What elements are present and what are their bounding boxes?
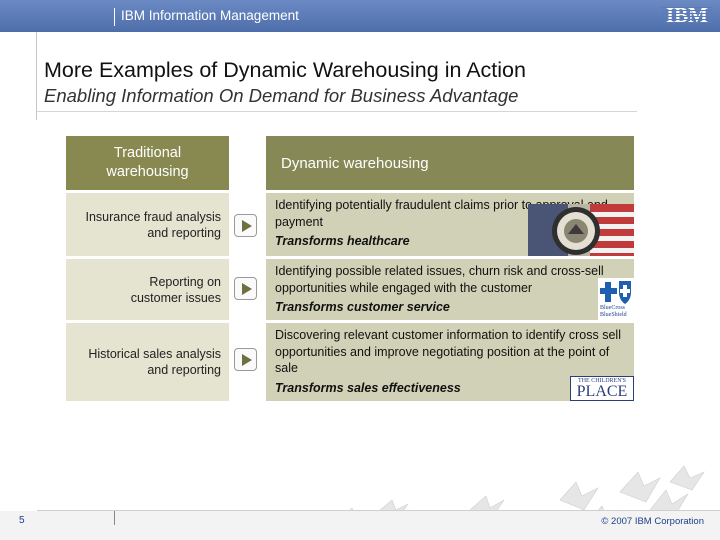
childrens-place-logo: THE CHILDREN'S PLACE (570, 376, 634, 401)
page-number: 5 (19, 515, 25, 526)
dynamic-cell: Identifying possible related issues, chu… (266, 259, 634, 320)
arrow-button (234, 348, 257, 371)
play-arrow-icon (242, 354, 252, 366)
footer-separator (114, 511, 115, 525)
copyright-text: © 2007 IBM Corporation (601, 516, 704, 527)
traditional-cell-label: Reporting on customer issues (130, 274, 221, 305)
traditional-cell-label: Historical sales analysis and reporting (88, 347, 221, 377)
result-label: Transforms customer service (275, 300, 450, 314)
header-title: IBM Information Management (121, 8, 299, 23)
bcbs-logo-text-bottom: BlueShield (600, 312, 627, 318)
childrens-place-logo-top: THE CHILDREN'S (578, 378, 626, 384)
header-bar: IBM Information Management IBM (0, 0, 720, 32)
play-arrow-icon (242, 220, 252, 232)
arrow-button (234, 277, 257, 300)
traditional-cell: Reporting on customer issues (66, 259, 229, 320)
slide-subheading: Enabling Information On Demand for Busin… (44, 85, 519, 106)
ibm-logo-mark: IBM (662, 5, 712, 25)
dynamic-cell-text: Discovering relevant customer informatio… (275, 328, 621, 375)
footer-bar (0, 511, 720, 540)
result-label: Transforms healthcare (275, 234, 410, 248)
bluecross-blueshield-logo: BlueCross BlueShield (598, 278, 634, 320)
header-separator (114, 8, 115, 26)
dynamic-header-label: Dynamic warehousing (281, 154, 429, 172)
traditional-cell-label: Insurance fraud analysis and reporting (85, 209, 222, 240)
bcbs-logo-text-top: BlueCross (600, 305, 626, 311)
dynamic-cell-text: Identifying possible related issues, chu… (275, 264, 604, 295)
dynamic-header: Dynamic warehousing (266, 136, 634, 190)
arrow-button (234, 214, 257, 237)
footer-line (37, 510, 720, 511)
seal-flag-logo (528, 204, 634, 256)
traditional-header-label: Traditional warehousing (106, 145, 189, 180)
traditional-cell: Historical sales analysis and reporting (66, 323, 229, 401)
play-arrow-icon (242, 283, 252, 295)
result-label: Transforms sales effectiveness (275, 380, 461, 395)
ibm-logo: IBM (662, 5, 712, 25)
childrens-place-logo-bottom: PLACE (576, 383, 628, 400)
slide-heading: More Examples of Dynamic Warehousing in … (44, 58, 526, 82)
traditional-cell: Insurance fraud analysis and reporting (66, 193, 229, 256)
traditional-header: Traditional warehousing (66, 136, 229, 190)
dynamic-cell-text: Identifying potentially fraudulent claim… (275, 198, 608, 229)
side-rule (36, 32, 37, 120)
heading-rule (37, 111, 637, 112)
